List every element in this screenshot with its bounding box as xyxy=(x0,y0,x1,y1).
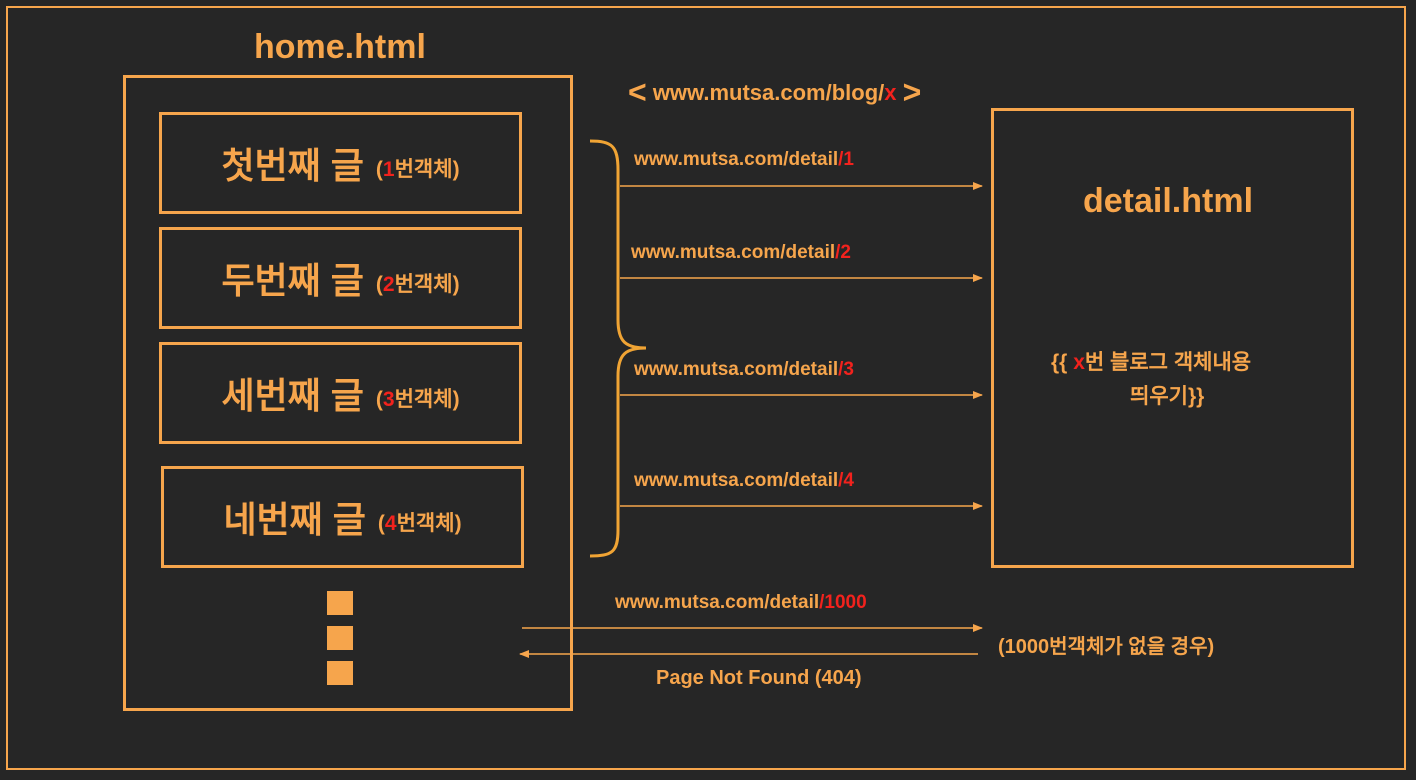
home-box xyxy=(123,75,573,711)
post-3: 세번째 글 (3번객체) xyxy=(159,342,522,444)
post-object-label: (2번객체) xyxy=(375,273,460,296)
outer-frame xyxy=(6,6,1406,770)
ellipsis-square xyxy=(327,591,353,615)
curly-brace xyxy=(589,139,647,558)
post-title: 세번째 글 xyxy=(221,375,364,416)
home-title: home.html xyxy=(254,28,426,66)
post-1: 첫번째 글 (1번객체) xyxy=(159,112,522,214)
post-title: 첫번째 글 xyxy=(221,145,364,186)
route-label: www.mutsa.com/detail/1 xyxy=(634,149,854,170)
post-title: 두번째 글 xyxy=(221,260,364,301)
route-label: www.mutsa.com/detail/3 xyxy=(634,359,854,380)
post-4: 네번째 글 (4번객체) xyxy=(161,466,524,568)
ellipsis-square xyxy=(327,661,353,685)
post-title: 네번째 글 xyxy=(223,499,366,540)
post-object-label: (1번객체) xyxy=(375,158,460,181)
post-object-label: (3번객체) xyxy=(375,388,460,411)
route-label: www.mutsa.com/detail/4 xyxy=(634,470,854,491)
ellipsis-square xyxy=(327,626,353,650)
detail-title: detail.html xyxy=(1083,182,1254,220)
detail-box xyxy=(991,108,1354,568)
url-pattern: < www.mutsa.com/blog/x > xyxy=(628,74,922,110)
missing-note: (1000번객체가 없을 경우) xyxy=(998,636,1215,658)
route-label: www.mutsa.com/detail/2 xyxy=(631,242,851,263)
route-label: www.mutsa.com/detail/1000 xyxy=(615,592,867,613)
detail-content-line1: {{ x번 블로그 객체내용 xyxy=(1051,351,1252,374)
post-object-label: (4번객체) xyxy=(377,512,462,535)
post-2: 두번째 글 (2번객체) xyxy=(159,227,522,329)
detail-content-line2: 띄우기}} xyxy=(1130,385,1205,408)
not-found-response: Page Not Found (404) xyxy=(656,667,862,689)
